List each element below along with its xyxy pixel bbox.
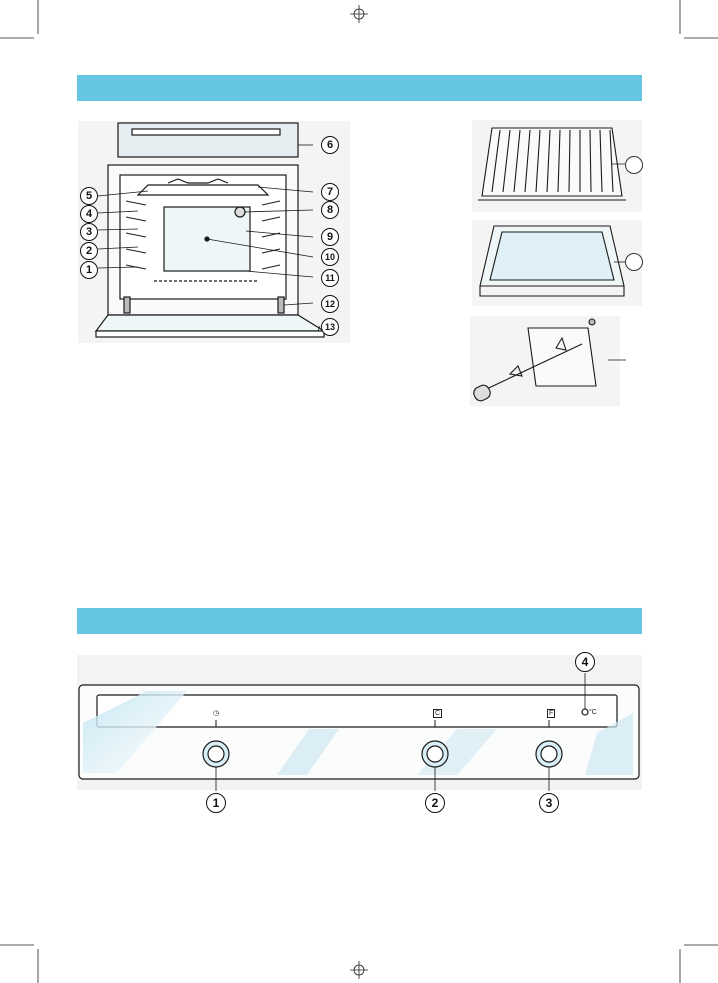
callout-knob-2: 2 — [425, 793, 445, 813]
callout-5: 5 — [80, 187, 98, 205]
accessory-marker-rack — [625, 156, 643, 174]
oven-illustration — [78, 121, 350, 343]
callout-13: 13 — [321, 318, 339, 336]
callout-1: 1 — [80, 261, 98, 279]
knob-symbol-f: F — [547, 709, 555, 718]
callout-10: 10 — [321, 248, 339, 266]
knob-symbol-timer: ◷ — [213, 709, 219, 717]
callout-3: 3 — [80, 223, 98, 241]
callout-9: 9 — [321, 228, 339, 246]
baking-tray-illustration — [472, 220, 642, 306]
indicator-unit-label: °C — [589, 709, 597, 716]
callout-indicator-4: 4 — [575, 652, 595, 672]
knob-3[interactable] — [535, 740, 563, 768]
rotisserie-illustration — [470, 316, 620, 406]
section-header-band-top — [77, 75, 642, 101]
callout-6: 6 — [321, 136, 339, 154]
knob-1[interactable] — [202, 740, 230, 768]
callout-knob-1: 1 — [206, 793, 226, 813]
callout-7: 7 — [321, 183, 339, 201]
accessory-marker-tray — [625, 253, 643, 271]
knob-2[interactable] — [421, 740, 449, 768]
callout-2: 2 — [80, 242, 98, 260]
callout-knob-3: 3 — [539, 793, 559, 813]
section-header-band-bottom — [77, 608, 642, 634]
callout-12: 12 — [321, 295, 339, 313]
callout-8: 8 — [321, 201, 339, 219]
control-panel-illustration — [77, 683, 643, 783]
callout-11: 11 — [321, 269, 339, 287]
callout-4: 4 — [80, 205, 98, 223]
wire-rack-illustration — [472, 120, 642, 212]
knob-symbol-c: C — [433, 709, 442, 718]
